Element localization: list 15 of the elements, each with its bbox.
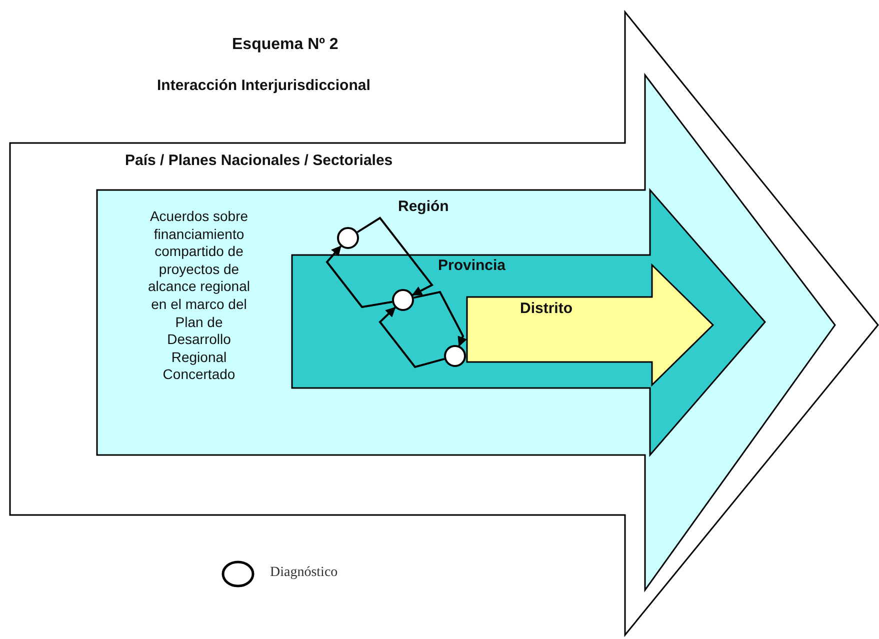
arrow xyxy=(414,290,468,347)
arrow-band xyxy=(10,12,878,635)
legend-label: Diagnóstico xyxy=(270,565,338,581)
band-label: Provincia xyxy=(438,257,506,274)
arrow xyxy=(378,306,445,368)
arrow-band xyxy=(97,75,835,590)
arrow xyxy=(326,246,392,308)
arrow-band xyxy=(292,190,765,455)
diagram-title: Esquema Nº 2 xyxy=(232,36,338,54)
description-text: Acuerdos sobre financiamiento compartido de proyectos de alcance regional en el marco del Plan de Desarrollo Regional Concertado xyxy=(147,208,251,384)
band-label: Distrito xyxy=(520,300,572,317)
arrow xyxy=(356,216,434,296)
band-label: País / Planes Nacionales / Sectoriales xyxy=(125,152,393,169)
subtitle: Interacción Interjurisdiccional xyxy=(157,77,370,94)
band-label: Región xyxy=(398,198,449,215)
